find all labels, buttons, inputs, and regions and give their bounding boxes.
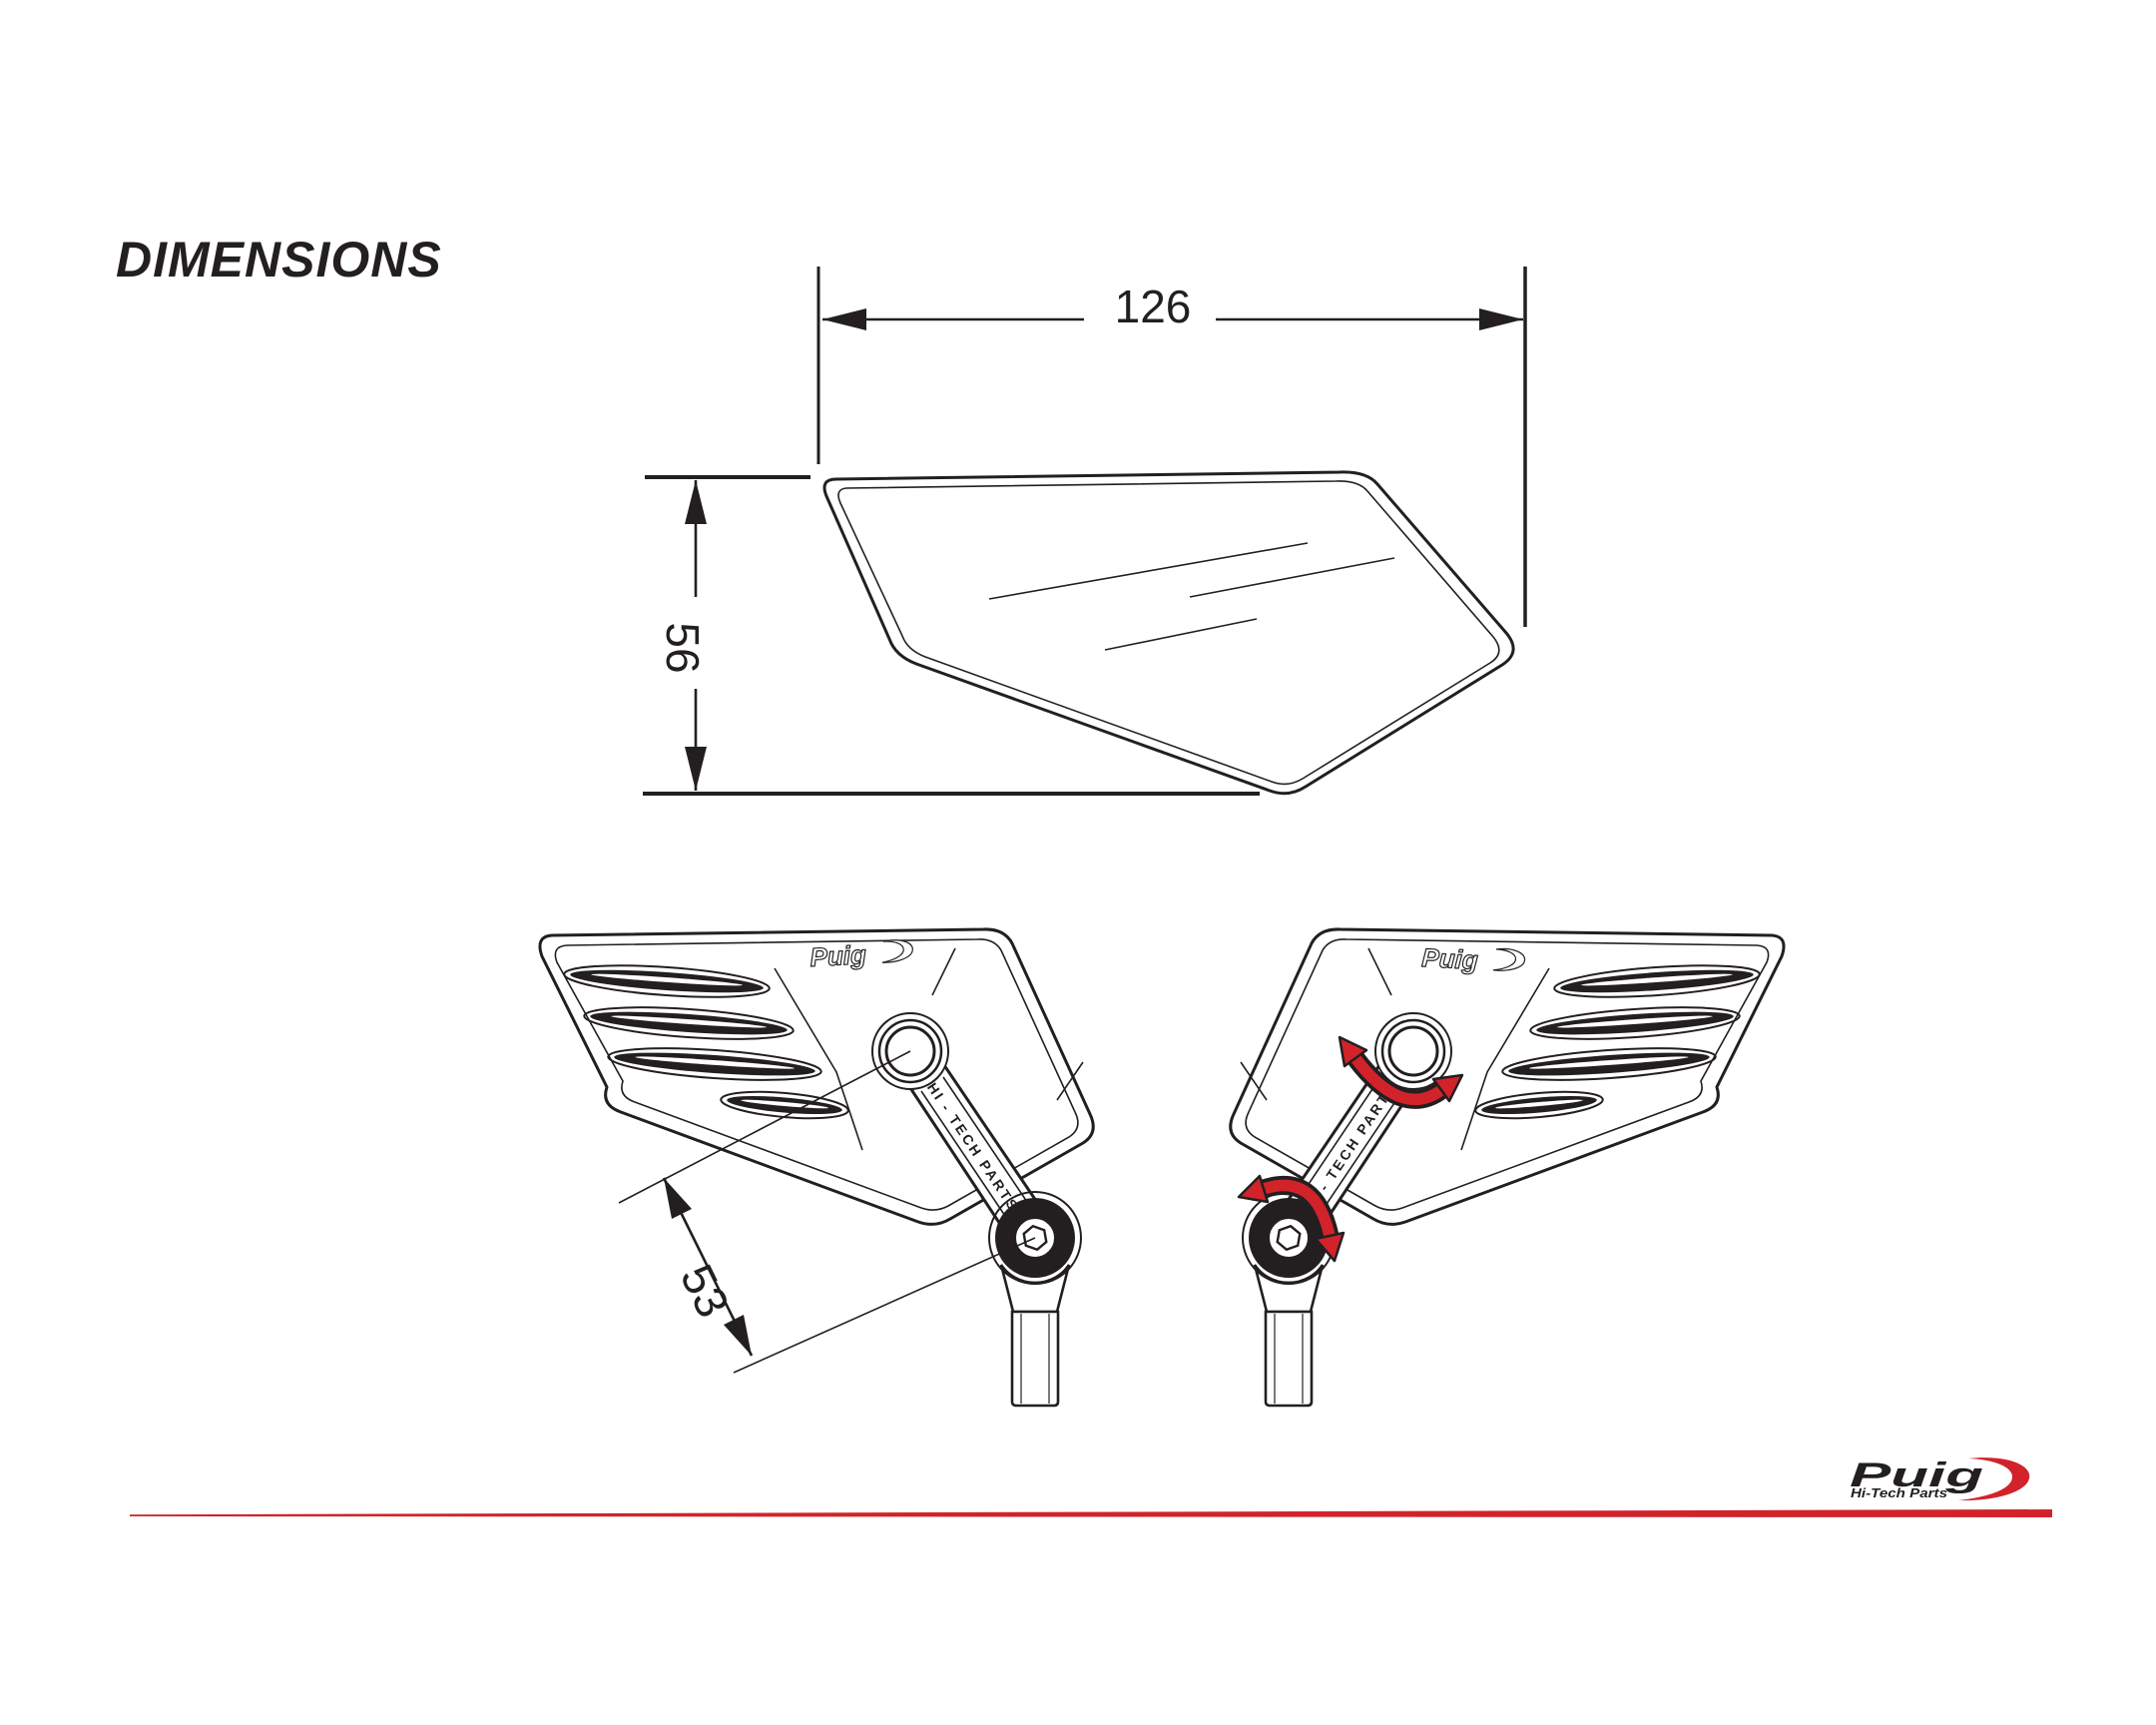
page-title: DIMENSIONS xyxy=(116,232,442,288)
arrowhead-right-icon xyxy=(1479,308,1523,330)
height-dimension: 56 xyxy=(643,475,1260,796)
housing-logo-text: Puig xyxy=(1421,942,1479,975)
logo-swoosh-icon xyxy=(881,939,913,963)
arrowhead-left-icon xyxy=(822,308,866,330)
glass-reflection-line xyxy=(1104,618,1258,651)
arrowhead-down-icon xyxy=(724,1315,752,1356)
arm-brand-label: HI - TECH PARTS xyxy=(924,1080,1022,1215)
leader-line xyxy=(618,1050,911,1204)
footer-brand-text: Puig xyxy=(1850,1456,1983,1494)
arrowhead-icon xyxy=(1237,1174,1270,1204)
top-view: 126 56 xyxy=(643,267,1527,796)
mirror-left: Puig HI - TECH PARTS 53 xyxy=(538,927,1095,1408)
arrowhead-up-icon xyxy=(685,480,707,524)
arrowhead-down-icon xyxy=(685,747,707,791)
rotation-arrow-top xyxy=(1338,1035,1464,1109)
arrowhead-up-icon xyxy=(664,1178,692,1219)
height-dimension-label: 56 xyxy=(657,622,709,673)
footer-brand-logo: Puig Hi-Tech Parts xyxy=(1850,1456,2030,1501)
logo-swoosh-icon xyxy=(1958,1457,2030,1501)
glass-outline xyxy=(822,470,1515,796)
housing-logo-left: Puig xyxy=(808,938,913,973)
arrowhead-icon xyxy=(1314,1231,1346,1263)
leader-line xyxy=(733,1237,1036,1374)
width-dimension: 126 xyxy=(822,281,1523,332)
arm-length-label: 53 xyxy=(671,1257,740,1326)
footer: Puig Hi-Tech Parts xyxy=(130,1456,2052,1517)
width-dimension-label: 126 xyxy=(1115,281,1192,332)
arrowhead-icon xyxy=(1431,1073,1464,1103)
footer-rule xyxy=(130,1509,2052,1517)
housing-logo-text: Puig xyxy=(809,939,867,972)
arrowhead-icon xyxy=(1338,1035,1368,1068)
rotation-arrow-bottom xyxy=(1237,1174,1346,1263)
glass-inner-outline xyxy=(837,480,1500,786)
mirror-right: Puig HI - TECH PARTS xyxy=(1229,927,1786,1408)
glass-reflection-line xyxy=(1189,557,1395,598)
logo-swoosh-icon xyxy=(1492,947,1526,971)
glass-reflection-line xyxy=(988,542,1309,600)
footer-tagline: Hi-Tech Parts xyxy=(1851,1486,1947,1500)
housing-logo-right: Puig xyxy=(1420,941,1526,976)
